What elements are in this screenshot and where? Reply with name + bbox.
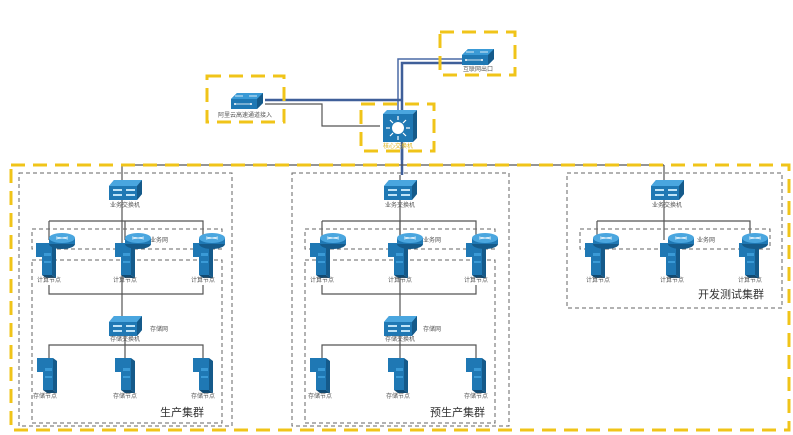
cluster-name: 生产集群 (160, 405, 204, 419)
express-connect-switch-icon[interactable] (230, 92, 264, 110)
storage-node-label: 存储节点 (33, 392, 57, 400)
express-connect-label: 阿里云高速通道接入 (218, 111, 272, 119)
compute-storage-bus (48, 285, 204, 295)
compute-node[interactable] (193, 232, 226, 278)
storage-switch-icon[interactable] (109, 316, 142, 336)
cluster-border (18, 172, 233, 427)
cluster-pre-production: 业务交换机 业务网 计算节点 计算节点 计算节点 存储网 存储交换机 存储节点 … (291, 172, 510, 427)
internet-egress-group: 互联网出口 (438, 30, 517, 77)
storage-net-label: 存储网 (150, 325, 168, 333)
compute-node[interactable] (739, 232, 769, 278)
compute-node[interactable] (310, 232, 347, 278)
core-switch-label: 核心交换机 (383, 142, 413, 150)
internet-egress-highlight (438, 30, 517, 77)
business-switch-icon[interactable] (651, 180, 684, 200)
compute-node-label: 计算节点 (37, 276, 61, 284)
storage-switch-icon[interactable] (384, 316, 417, 336)
internet-egress-switch-icon[interactable] (461, 48, 495, 66)
storage-node-label: 存储节点 (386, 392, 410, 400)
compute-node[interactable] (585, 232, 620, 278)
compute-node-label: 计算节点 (586, 276, 610, 284)
storage-node-label: 存储节点 (464, 392, 488, 400)
storage-node-icon[interactable] (115, 358, 135, 393)
cluster-name: 预生产集群 (430, 405, 485, 419)
business-switch-label: 业务交换机 (110, 201, 140, 209)
storage-node-icon[interactable] (37, 358, 57, 393)
compute-node-label: 计算节点 (113, 276, 137, 284)
compute-node[interactable] (388, 232, 424, 278)
cluster-border (291, 172, 510, 427)
express-connect-highlight (205, 74, 286, 124)
uplink-express-thin (265, 103, 380, 127)
storage-node-icon[interactable] (193, 358, 213, 393)
business-switch-label: 业务交换机 (652, 201, 682, 209)
storage-node-label: 存储节点 (191, 392, 215, 400)
internet-egress-label: 互联网出口 (463, 65, 493, 73)
express-connect-group: 阿里云高速通道接入 (205, 74, 286, 124)
cluster-production: 业务交换机 业务网 计算节点 计算节点 计算节点 存储网 存储交换机 存储节点 … (18, 172, 233, 427)
business-net-label: 业务网 (150, 236, 168, 244)
compute-node-label: 计算节点 (660, 276, 684, 284)
storage-net-label: 存储网 (423, 325, 441, 333)
business-net-label: 业务网 (697, 236, 715, 244)
cluster-name: 开发测试集群 (698, 287, 764, 301)
storage-node-icon[interactable] (466, 358, 486, 393)
compute-node-label: 计算节点 (388, 276, 412, 284)
storage-node-label: 存储节点 (113, 392, 137, 400)
core-switch-group: 核心交换机 (359, 102, 436, 153)
storage-node-label: 存储节点 (308, 392, 332, 400)
compute-node-label: 计算节点 (191, 276, 215, 284)
compute-node[interactable] (660, 232, 695, 278)
clusters-highlight-border (9, 163, 791, 432)
compute-node[interactable] (115, 232, 152, 278)
business-switch-icon[interactable] (109, 180, 142, 200)
cluster-border (566, 172, 783, 309)
compute-node-label: 计算节点 (310, 276, 334, 284)
business-net-links (48, 220, 204, 240)
cluster-dev-test: 业务交换机 业务网 计算节点 计算节点 计算节点 开发测试集群 (566, 172, 783, 309)
storage-node-icon[interactable] (310, 358, 330, 393)
storage-node-icon[interactable] (388, 358, 408, 393)
core-switch-icon[interactable] (383, 110, 417, 142)
core-switch-highlight (359, 102, 436, 153)
business-switch-icon[interactable] (384, 180, 417, 200)
compute-node[interactable] (36, 232, 76, 278)
compute-node-label: 计算节点 (738, 276, 762, 284)
compute-storage-bus (321, 285, 477, 295)
business-net-label: 业务网 (423, 236, 441, 244)
business-switch-label: 业务交换机 (385, 201, 415, 209)
compute-node[interactable] (466, 232, 499, 278)
compute-node-label: 计算节点 (464, 276, 488, 284)
